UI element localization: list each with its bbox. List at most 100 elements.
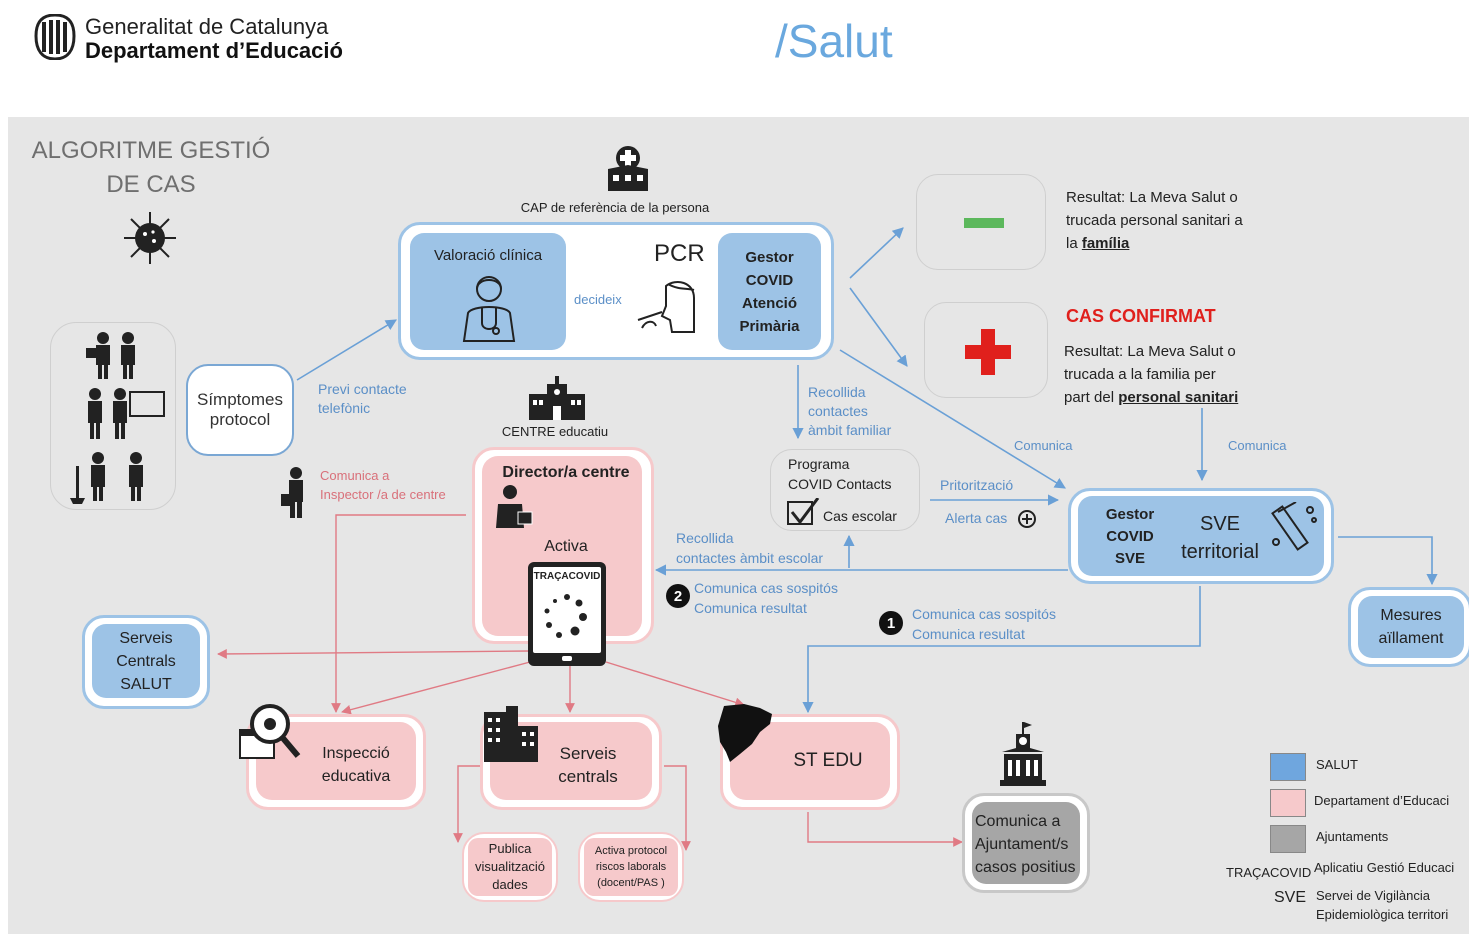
office-buildings-icon [484,706,538,762]
prioritzacio-label: Pritorització [940,477,1014,493]
minus-icon [964,218,1004,228]
negatiu-line2: trucada personal sanitari a [1066,212,1243,229]
add-circle-icon [1018,510,1036,528]
legend-sve-line1: Servei de Vigilància [1316,888,1430,903]
recollida-escolar-line2: contactes àmbit escolar [676,550,824,566]
programa-line2: COVID Contacts [788,476,892,492]
legend-educacio: Departament d’Educaci [1314,793,1450,808]
gestor-covid-ap-box: Gestor COVID Atenció Primària [718,233,821,350]
serveis-centrals-line2: centrals [558,767,618,786]
previ-contacte-label: Previ contacte telefònic [318,380,407,418]
people-group [50,322,176,510]
negative-result-box [916,174,1046,270]
activa-protocol-box: Activa protocol riscos laborals (docent/… [584,838,678,896]
pcr-label: PCR [654,240,705,267]
publica-line1: Publica [488,841,532,856]
catalonia-map-icon [718,704,772,762]
centre-educatiu-label: CENTRE educatiu [501,424,609,439]
comunica-2-line1: Comunica cas sospitós [694,580,838,596]
legend-swatch-ajuntaments [1270,825,1306,853]
recollida-familiar-line3: àmbit familiar [808,422,892,438]
tracacovid-label: TRAÇACOVID [533,571,601,582]
test-tube-icon [1271,502,1317,551]
recollida-escolar-label: Recollida contactes àmbit escolar [676,528,823,568]
town-hall-icon [1000,722,1046,786]
inspeccio-line1: Inspecció [322,745,390,762]
programa-line1: Programa [788,456,850,472]
ajuntament-box: Comunica a Ajuntament/s casos positius [972,802,1080,884]
hospital-icon [608,146,648,191]
cap-label: CAP de referència de la persona [520,200,710,215]
comunica-1-line2: Comunica resultat [912,626,1025,642]
comunica-inspector-line2: Inspector /a de centre [320,487,446,502]
org-name-line1: Generalitat de Catalunya [85,14,329,39]
decideix-label: decideix [574,292,622,307]
legend-traca-value: Aplicatiu Gestió Educaci [1314,860,1455,875]
legend-sve-line2: Epidemiològica territori [1316,907,1449,922]
tablet-screen: TRAÇACOVID [533,567,601,653]
gestor-ap-line2: COVID [745,271,794,289]
programa-label: Programa COVID Contacts [788,454,891,494]
recollida-escolar-line1: Recollida [676,530,734,546]
alerta-cas-label: Alerta cas [945,510,1008,526]
loading-dots-icon [544,594,587,638]
director-label: Director/a centre [502,464,630,481]
previ-contacte-line2: telefònic [318,400,371,416]
gestor-sve-line2: COVID [1106,528,1154,545]
positive-result-text: Resultat: La Meva Salut o trucada a la f… [1064,340,1238,409]
comunica-label-1: Comunica [1014,438,1073,453]
legend-swatch-educacio [1270,789,1306,817]
comunica-1-line1: Comunica cas sospitós [912,606,1056,622]
salut-title: /Salut [775,15,893,67]
serveis-centrals-line1: Serveis [559,744,617,763]
comunica-2-line2: Comunica resultat [694,600,807,616]
diagram-title-line1: ALGORITME GESTIÓ [31,137,271,164]
gestor-ap-line3: Atenció [741,294,797,312]
gestor-sve-line3: SVE [1114,550,1145,567]
recollida-familiar-label: Recollida contactes àmbit familiar [808,383,891,440]
ajuntament-line3: casos positius [975,859,1076,876]
serveis-salut-line3: SALUT [120,675,172,693]
positiu-line3: part del [1064,389,1119,406]
comunica-2-label: Comunica cas sospitós Comunica resultat [694,578,838,618]
publica-line3: dades [492,877,528,892]
previ-contacte-line1: Previ contacte [318,381,407,397]
st-edu-label: ST EDU [793,750,863,771]
doctor-icon [462,276,516,342]
comunica-label-2: Comunica [1228,438,1287,453]
activa-label: Activa [544,538,588,555]
step-2-badge: 2 [666,584,690,608]
legend-sve-value: Servei de Vigilància Epidemiològica terr… [1316,886,1448,924]
gestor-ap-line1: Gestor [745,248,794,266]
school-building-icon [529,376,585,420]
inspector-person-icon [281,467,303,518]
simptomes-line2: protocol [209,410,271,429]
negatiu-bold: família [1081,235,1130,252]
serveis-centrals-label: Serveis centrals [540,742,636,788]
positiu-line2: trucada a la familia per [1064,366,1216,383]
activa-protocol-line2: riscos laborals [595,861,667,873]
activa-protocol-line1: Activa protocol [594,845,668,857]
serveis-salut-line1: Serveis [119,629,173,647]
serveis-salut-line2: Centrals [116,652,176,670]
mesures-line2: aïllament [1378,630,1444,647]
virus-icon [124,212,176,264]
negatiu-line1: Resultat: La Meva Salut o [1066,189,1238,206]
sve-territorial-line1: SVE [1199,513,1241,535]
publica-line2: visualització [474,859,546,874]
publica-box: Publica visualització dades [468,838,552,896]
positiu-bold: personal sanitari [1118,389,1239,406]
step-1-badge: 1 [879,611,903,635]
legend-traca-key: TRAÇACOVID [1226,865,1312,880]
comunica-inspector-label: Comunica a Inspector /a de centre [320,466,446,504]
legend-salut: SALUT [1316,757,1358,772]
gestor-sve-line1: Gestor [1105,506,1155,523]
plus-cross-icon [965,329,1011,375]
valoracio-box: Valoració clínica [410,233,566,350]
ajuntament-line2: Ajuntament/s [975,836,1069,853]
comunica-inspector-line1: Comunica a [320,468,390,483]
director-person-icon [496,485,533,528]
negative-result-text: Resultat: La Meva Salut o trucada person… [1066,186,1243,255]
pcr-test-icon [637,281,695,333]
